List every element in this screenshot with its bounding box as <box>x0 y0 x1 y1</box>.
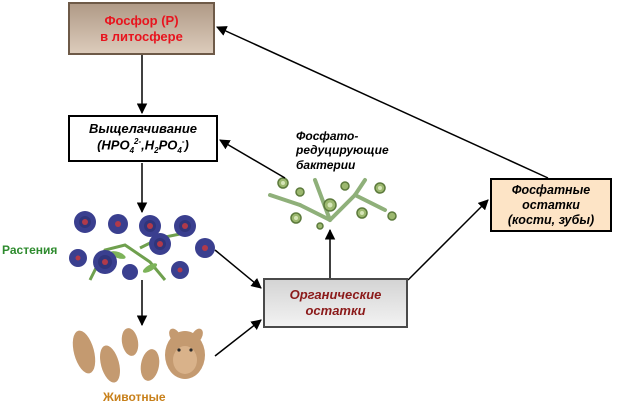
bacteria-label-line1: Фосфато- <box>296 129 359 143</box>
bacteria-label: Фосфато- редуцирующие бактерии <box>296 129 389 172</box>
phosphate-remains-line2: остатки <box>522 197 580 212</box>
arrow-plants-to-organic <box>214 249 262 289</box>
organic-node-line2: остатки <box>305 303 366 318</box>
organic-node-line1: Органические <box>289 287 382 303</box>
phosphate-remains-line1: Фосфатные <box>511 182 591 197</box>
arrow-bacteria-to-leaching <box>219 139 286 179</box>
animals-image <box>68 327 215 385</box>
plants-label: Растения <box>2 243 58 257</box>
phosphate-remains-node: Фосфатные остатки (кости, зубы) <box>490 178 612 232</box>
bacteria-image <box>268 176 401 230</box>
plants-image <box>68 211 215 281</box>
bacteria-label-line2: редуцирующие <box>296 143 389 158</box>
organic-remains-node: Органические остатки <box>263 278 408 328</box>
animals-label: Животные <box>103 390 166 404</box>
arrow-organic-to-phosphate-remains <box>407 199 489 281</box>
leaching-node-title: Выщелачивание <box>89 121 197 137</box>
phosphorus-node-line1: Фосфор (Р) <box>104 12 179 28</box>
phosphorus-lithosphere-node: Фосфор (Р) в литосфере <box>68 2 215 55</box>
leaching-node-formula: (HPO42-,H2PO4-) <box>97 137 189 155</box>
bacteria-label-line3: бактерии <box>296 157 356 172</box>
phosphate-remains-line3: (кости, зубы) <box>507 212 595 227</box>
phosphorus-node-line2: в литосфере <box>100 28 183 44</box>
arrow-animals-to-organic <box>214 319 262 357</box>
leaching-node: Выщелачивание (HPO42-,H2PO4-) <box>68 115 218 162</box>
arrow-phosphate-remains-to-phosphorus <box>216 26 549 179</box>
